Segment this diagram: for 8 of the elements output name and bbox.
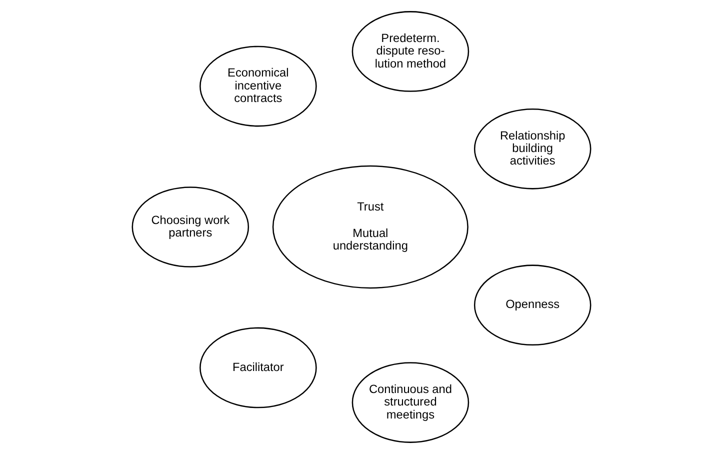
node-ellipse: Continuous and structured meetings xyxy=(352,362,470,443)
node-ellipse: Facilitator xyxy=(200,327,317,408)
node-ellipse: Trust Mutual understanding xyxy=(272,165,468,289)
node-ellipse: Relationship building activities xyxy=(474,108,592,190)
node-ellipse: Economical incentive contracts xyxy=(200,46,317,127)
node-ellipse: Openness xyxy=(474,264,592,346)
node-ellipse: Predeterm. dispute reso- lution method xyxy=(352,11,470,92)
node-ellipse: Choosing work partners xyxy=(132,186,250,268)
